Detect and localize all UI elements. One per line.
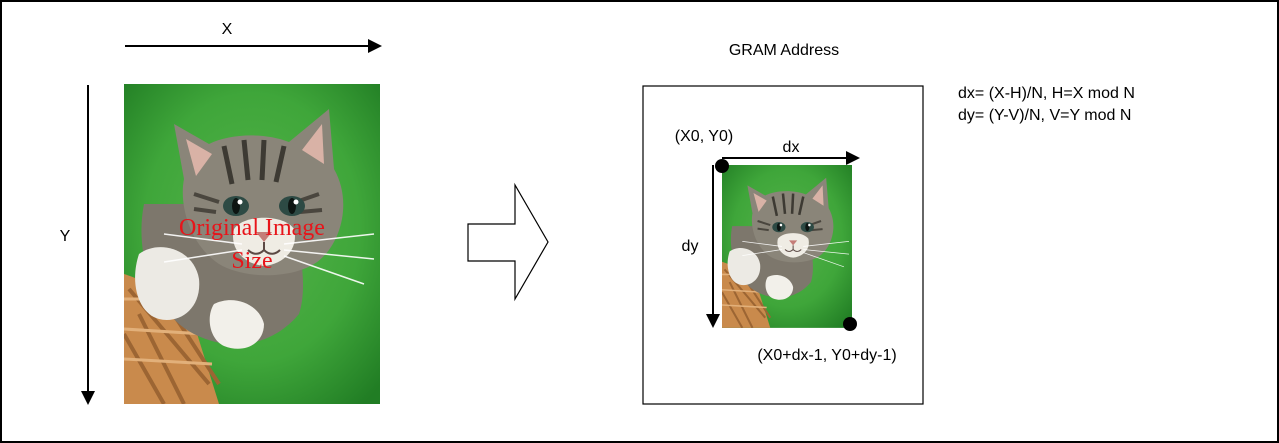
- original-kitten-image: [124, 84, 380, 404]
- scaled-kitten-image: [722, 165, 852, 328]
- formula-dx: dx= (X-H)/N, H=X mod N: [958, 85, 1135, 102]
- dx-label: dx: [783, 139, 800, 156]
- dy-label: dy: [682, 238, 699, 255]
- x-axis-label: X: [222, 21, 233, 38]
- gram-address-title: GRAM Address: [729, 42, 839, 59]
- image-caption-line1: Original Image: [179, 215, 325, 241]
- end-point-label: (X0+dx-1, Y0+dy-1): [757, 347, 896, 364]
- formula-dy: dy= (Y-V)/N, V=Y mod N: [958, 107, 1131, 124]
- image-caption-line2: Size: [231, 248, 272, 274]
- start-point-dot: [715, 159, 729, 173]
- start-point-label: (X0, Y0): [675, 128, 733, 145]
- y-axis-label: Y: [60, 228, 71, 245]
- end-point-dot: [843, 317, 857, 331]
- right-block-arrow-icon: [467, 182, 549, 302]
